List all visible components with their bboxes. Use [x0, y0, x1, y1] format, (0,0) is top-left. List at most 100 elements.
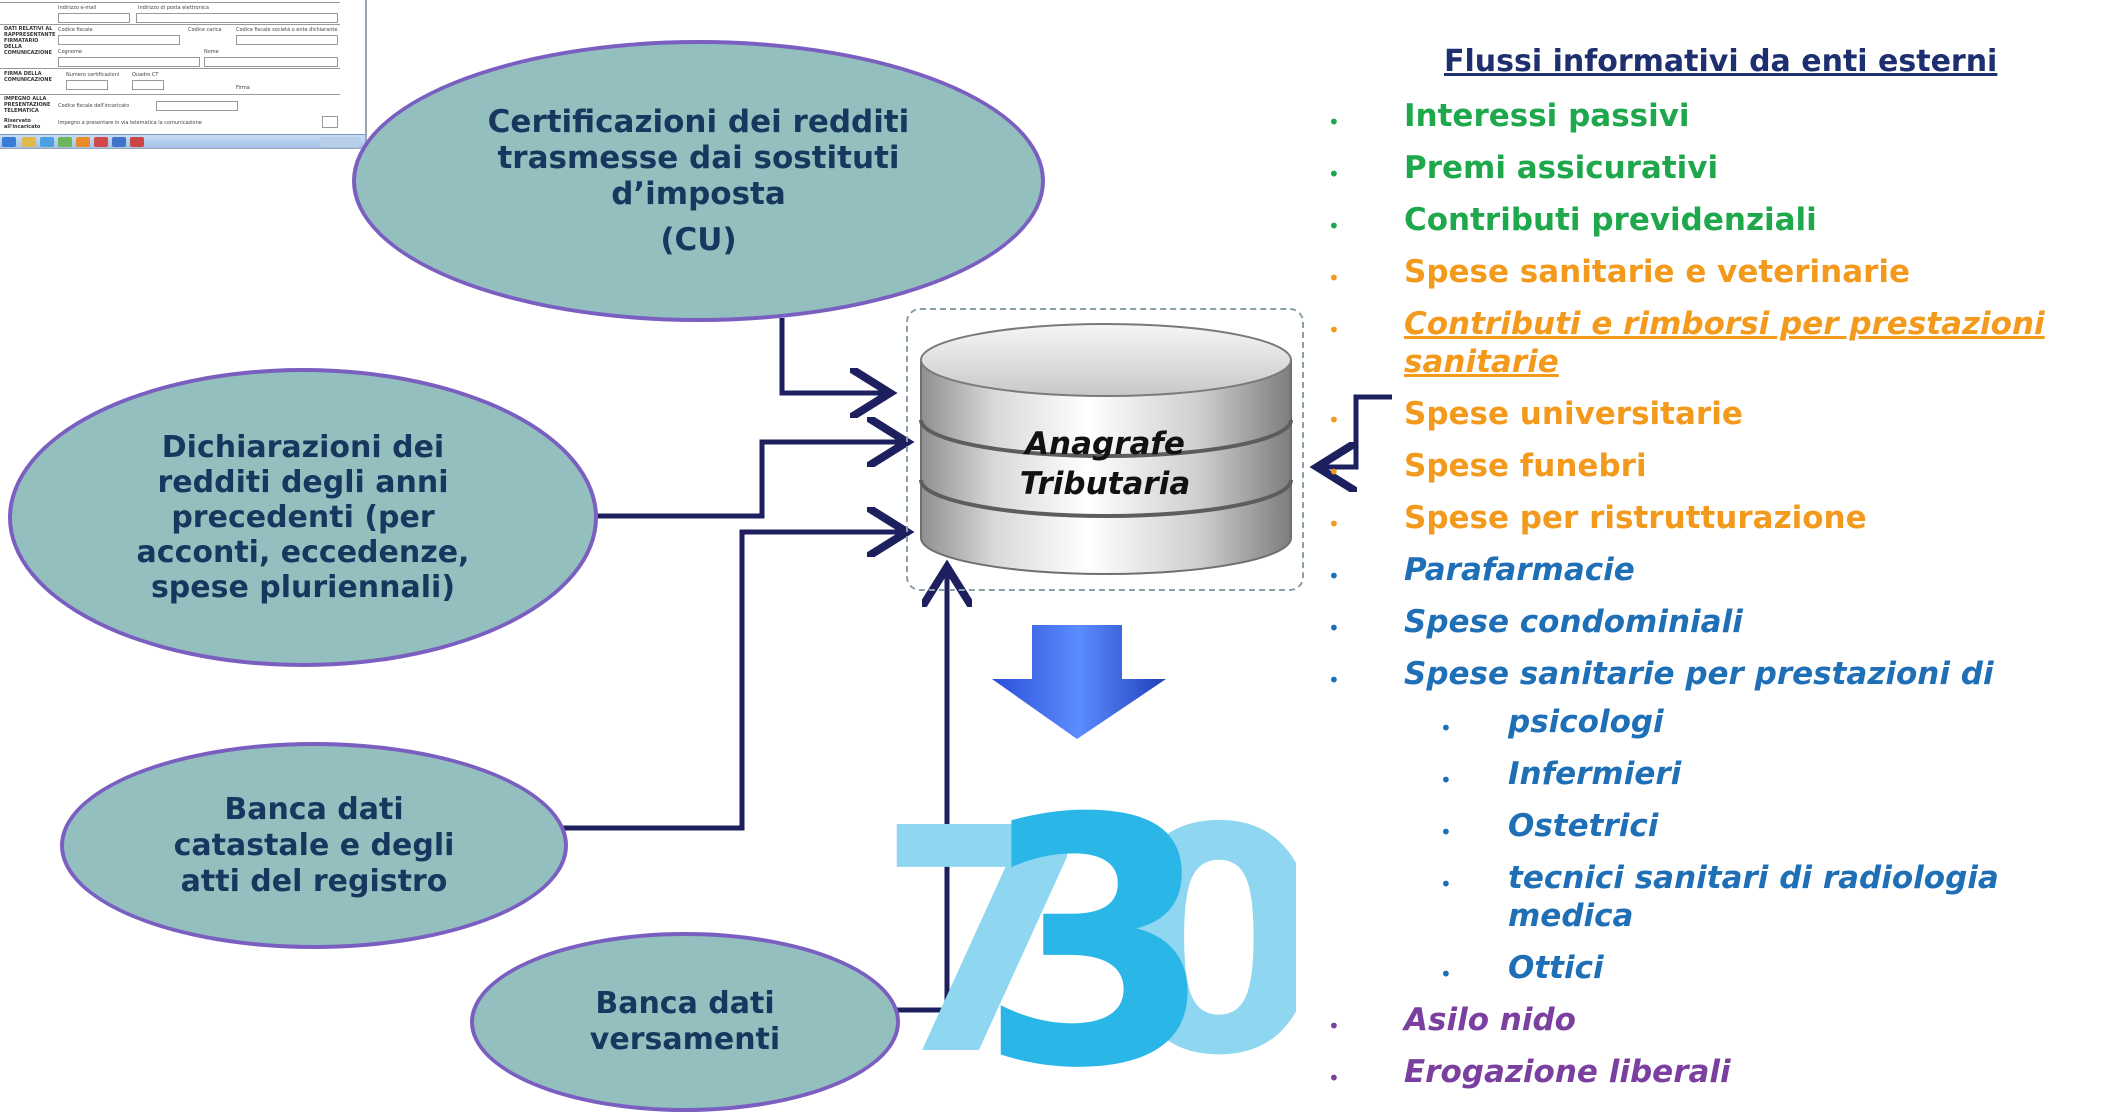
bullet-icon: • — [1440, 716, 1452, 740]
arrow-versamenti-to-db — [893, 572, 947, 1013]
source-catasto-ellipse: Banca dati catastale e degli atti del re… — [60, 742, 568, 949]
taskbar-clock — [320, 137, 360, 147]
flow-subitem: Ottici — [1508, 950, 1604, 986]
form-label: Quadro CT — [132, 72, 159, 78]
form-label: Nome — [204, 49, 219, 55]
taskbar-app-icon[interactable] — [130, 137, 144, 147]
form-row — [0, 68, 340, 69]
bullet-icon: • — [1328, 1014, 1340, 1038]
bullet-icon: • — [1328, 214, 1340, 238]
flow-subitem: Infermieri — [1508, 756, 1682, 792]
logo-digit-3: 3 — [978, 747, 1215, 1078]
source-dichiarazioni-ellipse: Dichiarazioni dei redditi degli anni pre… — [8, 368, 598, 667]
taskbar-app-icon[interactable] — [22, 137, 36, 147]
form-label: Impegno a presentare in via telematica l… — [58, 120, 202, 126]
form-section: FIRMA DELLA COMUNICAZIONE — [4, 71, 52, 83]
flow-subitem: Ostetrici — [1508, 808, 1659, 844]
form-section: DATI RELATIVI AL RAPPRESENTANTE FIRMATAR… — [4, 26, 56, 56]
bullet-icon: • — [1328, 110, 1340, 134]
form-row — [0, 94, 340, 95]
source-catasto-text: atti del registro — [180, 863, 448, 899]
form-field — [66, 80, 108, 90]
source-dichiarazioni-text: acconti, eccedenze, — [136, 535, 470, 570]
form-label: Cognome — [58, 49, 82, 55]
taskbar-app-icon[interactable] — [112, 137, 126, 147]
flow-item: Asilo nido — [1404, 1002, 1576, 1038]
taskbar-app-icon[interactable] — [94, 137, 108, 147]
flow-subitem-continued: medica — [1508, 898, 1634, 934]
flow-item: Spese sanitarie per prestazioni di — [1404, 656, 1994, 692]
arrow-catasto-to-db — [557, 532, 902, 831]
form-field — [156, 101, 238, 111]
form-checkbox — [322, 116, 338, 128]
source-versamenti-text: versamenti — [589, 1022, 781, 1057]
flow-item: Spese per ristrutturazione — [1404, 500, 1867, 536]
bullet-icon: • — [1440, 962, 1452, 986]
flow-item: Premi assicurativi — [1404, 150, 1719, 186]
form-field — [58, 57, 200, 67]
form-label: Codice fiscale dell'incaricato — [58, 103, 130, 109]
bullet-icon: • — [1328, 668, 1340, 692]
bullet-icon: • — [1328, 408, 1340, 432]
bullet-icon: • — [1328, 266, 1340, 290]
flow-item: Erogazione liberali — [1404, 1054, 1731, 1090]
form-field — [204, 57, 338, 67]
logo-digit-0: 0 — [1111, 763, 1296, 1078]
database-label: Anagrafe Tributaria — [960, 424, 1250, 504]
bullet-icon: • — [1328, 616, 1340, 640]
database-label-line: Anagrafe — [1025, 426, 1185, 462]
form-section: IMPEGNO ALLA PRESENTAZIONE TELEMATICA — [4, 96, 51, 114]
bullet-icon: • — [1440, 872, 1452, 896]
bullet-icon: • — [1440, 768, 1452, 792]
source-dichiarazioni-text: precedenti (per — [171, 500, 435, 535]
form-label: Codice fiscale — [58, 27, 93, 33]
flow-item: Spese sanitarie e veterinarie — [1404, 254, 1911, 290]
source-versamenti-ellipse: Banca dati versamenti — [470, 932, 900, 1112]
source-cu-ellipse: Certificazioni dei redditi trasmesse dai… — [352, 40, 1045, 322]
taskbar-app-icon[interactable] — [76, 137, 90, 147]
source-dichiarazioni-text: Dichiarazioni dei — [161, 430, 445, 465]
flow-item: Spese funebri — [1404, 448, 1647, 484]
form-label: Codice carica — [188, 27, 222, 33]
flow-item: Interessi passivi — [1404, 98, 1690, 134]
flussi-title: Flussi informativi da enti esterni — [1444, 44, 1998, 79]
bullet-icon: • — [1328, 564, 1340, 588]
source-cu-text: Certificazioni dei redditi — [487, 104, 910, 140]
flow-item: Contributi previdenziali — [1404, 202, 1817, 238]
flow-item-continued: sanitarie — [1404, 344, 1559, 380]
flow-subitem: psicologi — [1508, 704, 1664, 740]
start-button-icon[interactable] — [2, 137, 16, 147]
source-cu-text: trasmesse dai sostituti — [497, 140, 900, 176]
form-label: Codice fiscale società o ente dichiarant… — [236, 27, 338, 33]
taskbar-app-icon[interactable] — [58, 137, 72, 147]
form-label: Indirizzo di posta elettronica — [138, 5, 209, 11]
form-field — [236, 35, 338, 45]
bullet-icon: • — [1328, 318, 1340, 342]
source-cu-text: d’imposta — [611, 176, 786, 212]
flow-item: Parafarmacie — [1404, 552, 1635, 588]
taskbar-app-icon[interactable] — [40, 137, 54, 147]
source-cu-text: (CU) — [660, 222, 737, 258]
bullet-icon: • — [1328, 162, 1340, 186]
form-row — [0, 2, 340, 3]
database-icon — [919, 323, 1293, 575]
form-row — [0, 24, 340, 25]
form-label: Numero certificazioni — [66, 72, 120, 78]
form-field — [136, 13, 338, 23]
form-label: Indirizzo e-mail — [58, 5, 97, 11]
form-label: Firma — [236, 85, 250, 91]
form-field — [58, 13, 130, 23]
arrow-flussi-to-db — [1322, 394, 1392, 467]
windows-taskbar — [0, 134, 365, 148]
arrow-dichiarazioni-to-db — [587, 442, 902, 519]
logo-730-graphic: 7 0 3 — [876, 747, 1327, 1112]
form-section: Riservato all'incaricato — [4, 118, 41, 130]
bullet-icon: • — [1440, 820, 1452, 844]
source-catasto-text: Banca dati — [224, 791, 404, 827]
arrow-cu-to-db — [779, 318, 885, 393]
form-field — [132, 80, 164, 90]
form-field — [58, 35, 180, 45]
bullet-icon: • — [1328, 1066, 1340, 1090]
bullet-icon: • — [1328, 512, 1340, 536]
